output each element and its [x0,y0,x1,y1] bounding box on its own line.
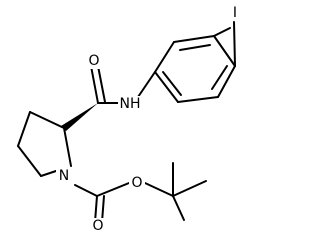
iodine-atom-label: I [233,5,237,21]
bond-ring-edge-bottom [177,96,219,103]
ring-nitrogen-atom-label: N [59,168,69,184]
amide-oxygen-label-bg [86,53,102,69]
amide-nh-label-bg [118,96,142,112]
double-bond-inner-left [162,71,182,96]
structure-canvas: I O NH N O O [17,4,241,234]
ester-oxygen-label-bg [129,175,145,191]
bond-ring-edge-bottom-left [154,71,179,103]
ester-oxygen-atom-label: O [131,175,142,191]
carbamate-carbonyl-oxygen-atom-label: O [92,218,103,234]
amide-oxygen-atom-label: O [88,53,99,69]
benzene-ring [154,27,236,103]
bond-ring-edge-top [173,35,215,43]
bond-pyrrolidine-c3-c4 [17,111,31,147]
amide-nh-atom-label: NH [120,96,141,112]
bond-ester-o-to-tbutyl [144,182,174,197]
chemical-structure-diagram: I O NH N O O [17,4,241,234]
bond-carbonyl-double-2 [97,65,106,103]
bond-ring-edge-bottom-right [217,65,236,98]
bond-c4-ring-top-right [213,27,231,37]
bond-boc-carbonyl-double-1 [94,195,98,223]
double-bond-inner-top [179,44,211,51]
bond-ring-edge-right [213,35,236,67]
double-bond-inner-right [211,65,228,90]
bond-carbonyl-to-ester-o [96,182,130,197]
bond-tbutyl-methyl-bottom [172,195,185,221]
bond-ring-iodine [233,21,236,67]
bond-pyrrolidine-n-c2 [63,127,72,167]
pyrrolidine-ring [17,111,72,177]
ring-nitrogen-label-bg [56,168,72,184]
bond-pyrrolidine-c4-c5 [17,145,42,177]
bond-ring-edge-top-left [154,41,175,73]
bond-carbonyl-double-1 [90,65,99,104]
iodine-label-bg [227,4,241,20]
bond-boc-carbonyl-double-2 [101,195,105,223]
bond-tbutyl-methyl-right [172,180,207,197]
carbamate-oxygen-label-bg [90,218,106,234]
bond-ring-to-nh [137,71,156,98]
stereo-wedge-bond [61,103,98,131]
bond-pyrrolidine-c2-c3 [29,111,65,129]
bond-n-to-boc-carbonyl [74,184,98,197]
